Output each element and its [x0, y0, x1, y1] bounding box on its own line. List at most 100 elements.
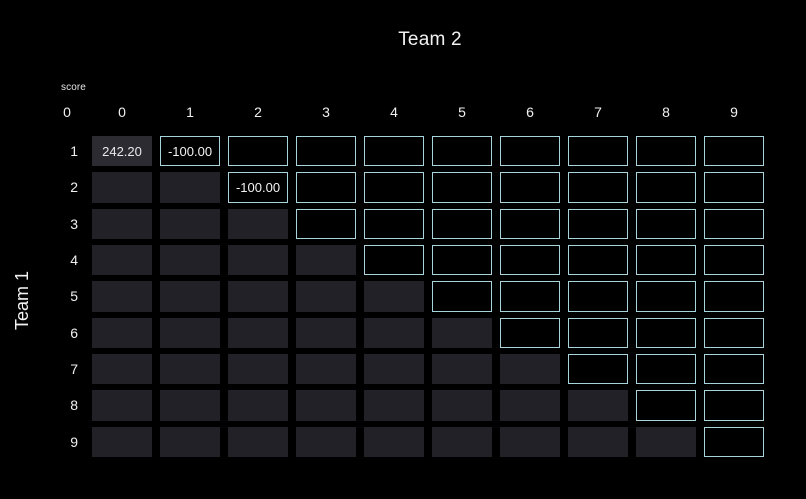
score-cell-r8-c7: [568, 390, 628, 421]
score-cell-wrap-r1-c9: [700, 133, 768, 169]
score-cell-wrap-r8-c0: [88, 387, 156, 423]
score-cell-r9-c6: [500, 426, 560, 457]
score-cell-r2-c5[interactable]: [432, 172, 492, 203]
score-cell-r3-c6[interactable]: [500, 208, 560, 239]
score-cell-r4-c4[interactable]: [364, 244, 424, 276]
score-cell-r9-c1: [160, 426, 220, 457]
score-cell-wrap-r3-c9: [700, 206, 768, 242]
score-cell-r4-c8[interactable]: [636, 244, 696, 276]
score-cell-r4-c9[interactable]: [704, 244, 764, 276]
score-cell-wrap-r5-c5: [428, 278, 496, 314]
column-header-8: 8: [662, 104, 670, 120]
score-cell-r6-c1: [160, 317, 220, 348]
score-cell-wrap-r5-c6: [496, 278, 564, 314]
score-cell-wrap-r7-c8: [632, 351, 700, 387]
score-cell-r8-c2: [228, 390, 288, 421]
score-cell-r1-c9[interactable]: [704, 136, 764, 167]
score-cell-r9-c0: [92, 426, 152, 457]
score-cell-r3-c3[interactable]: [296, 208, 356, 239]
score-cell-r6-c7[interactable]: [568, 317, 628, 348]
score-cell-r7-c7[interactable]: [568, 353, 628, 385]
score-cell-r5-c8[interactable]: [636, 281, 696, 312]
score-cell-r2-c8[interactable]: [636, 172, 696, 203]
score-cell-wrap-r8-c8: [632, 387, 700, 423]
score-cell-r1-c7[interactable]: [568, 136, 628, 167]
score-cell-wrap-r2-c9: [700, 169, 768, 205]
score-cell-wrap-r3-c7: [564, 206, 632, 242]
score-cell-wrap-r6-c1: [156, 315, 224, 351]
score-cell-r7-c4: [364, 353, 424, 385]
score-cell-r3-c7[interactable]: [568, 208, 628, 239]
row-header-8: 8: [70, 397, 78, 414]
origin-label: 0: [63, 104, 71, 120]
score-cell-wrap-r2-c2: -100.00: [224, 169, 292, 205]
score-cell-r4-c5[interactable]: [432, 244, 492, 276]
score-cell-r1-c4[interactable]: [364, 136, 424, 167]
score-cell-r2-c9[interactable]: [704, 172, 764, 203]
score-cell-r4-c7[interactable]: [568, 244, 628, 276]
score-cell-wrap-r8-c9: [700, 387, 768, 423]
score-cell-r1-c8[interactable]: [636, 136, 696, 167]
score-cell-r7-c5: [432, 353, 492, 385]
score-cell-r1-c3[interactable]: [296, 136, 356, 167]
score-cell-r2-c2[interactable]: -100.00: [228, 172, 288, 203]
score-cell-wrap-r2-c8: [632, 169, 700, 205]
score-cell-r5-c2: [228, 281, 288, 312]
score-cell-wrap-r4-c6: [496, 242, 564, 278]
score-cell-r8-c4: [364, 390, 424, 421]
score-cell-r6-c6[interactable]: [500, 317, 560, 348]
score-cell-wrap-r2-c7: [564, 169, 632, 205]
score-cell-wrap-r8-c2: [224, 387, 292, 423]
score-cell-wrap-r9-c1: [156, 424, 224, 460]
score-cell-wrap-r3-c4: [360, 206, 428, 242]
score-cell-wrap-r9-c0: [88, 424, 156, 460]
column-header-2: 2: [254, 104, 262, 120]
score-cell-r4-c3: [296, 244, 356, 276]
score-cell-wrap-r8-c3: [292, 387, 360, 423]
row-header-9: 9: [70, 433, 78, 450]
score-cell-r8-c3: [296, 390, 356, 421]
score-cell-r5-c9[interactable]: [704, 281, 764, 312]
score-cell-r2-c6[interactable]: [500, 172, 560, 203]
score-cell-r3-c8[interactable]: [636, 208, 696, 239]
score-cell-r3-c9[interactable]: [704, 208, 764, 239]
page-title: Team 2: [0, 29, 806, 51]
score-cell-r2-c3[interactable]: [296, 172, 356, 203]
score-cell-r1-c5[interactable]: [432, 136, 492, 167]
score-cell-r5-c6[interactable]: [500, 281, 560, 312]
score-cell-r8-c9[interactable]: [704, 390, 764, 421]
score-cell-r7-c1: [160, 353, 220, 385]
score-cell-r6-c8[interactable]: [636, 317, 696, 348]
score-cell-wrap-r5-c0: [88, 278, 156, 314]
score-cell-wrap-r1-c2: [224, 133, 292, 169]
score-cell-r1-c2[interactable]: [228, 136, 288, 167]
score-cell-r2-c4[interactable]: [364, 172, 424, 203]
column-header-5: 5: [458, 104, 466, 120]
score-cell-r3-c4[interactable]: [364, 208, 424, 239]
score-cell-wrap-r6-c3: [292, 315, 360, 351]
score-cell-r7-c9[interactable]: [704, 353, 764, 385]
page-title-text: Team 2: [398, 29, 462, 50]
row-header-4: 4: [70, 252, 78, 269]
score-cell-r6-c0: [92, 317, 152, 348]
score-cell-r8-c8[interactable]: [636, 390, 696, 421]
score-cell-wrap-r1-c6: [496, 133, 564, 169]
score-cell-r7-c2: [228, 353, 288, 385]
score-cell-r1-c6[interactable]: [500, 136, 560, 167]
score-cell-r6-c9[interactable]: [704, 317, 764, 348]
score-cell-r5-c5[interactable]: [432, 281, 492, 312]
score-cell-r5-c4: [364, 281, 424, 312]
score-cell-r7-c8[interactable]: [636, 353, 696, 385]
score-cell-wrap-r1-c4: [360, 133, 428, 169]
score-cell-r3-c5[interactable]: [432, 208, 492, 239]
score-cell-r8-c6: [500, 390, 560, 421]
score-cell-r4-c6[interactable]: [500, 244, 560, 276]
score-cell-r5-c7[interactable]: [568, 281, 628, 312]
score-cell-r7-c3: [296, 353, 356, 385]
score-cell-r2-c7[interactable]: [568, 172, 628, 203]
score-cell-r9-c9[interactable]: [704, 426, 764, 457]
score-cell-wrap-r5-c3: [292, 278, 360, 314]
score-cell-wrap-r1-c7: [564, 133, 632, 169]
score-cell-r8-c0: [92, 390, 152, 421]
score-cell-r1-c1[interactable]: -100.00: [160, 136, 220, 167]
